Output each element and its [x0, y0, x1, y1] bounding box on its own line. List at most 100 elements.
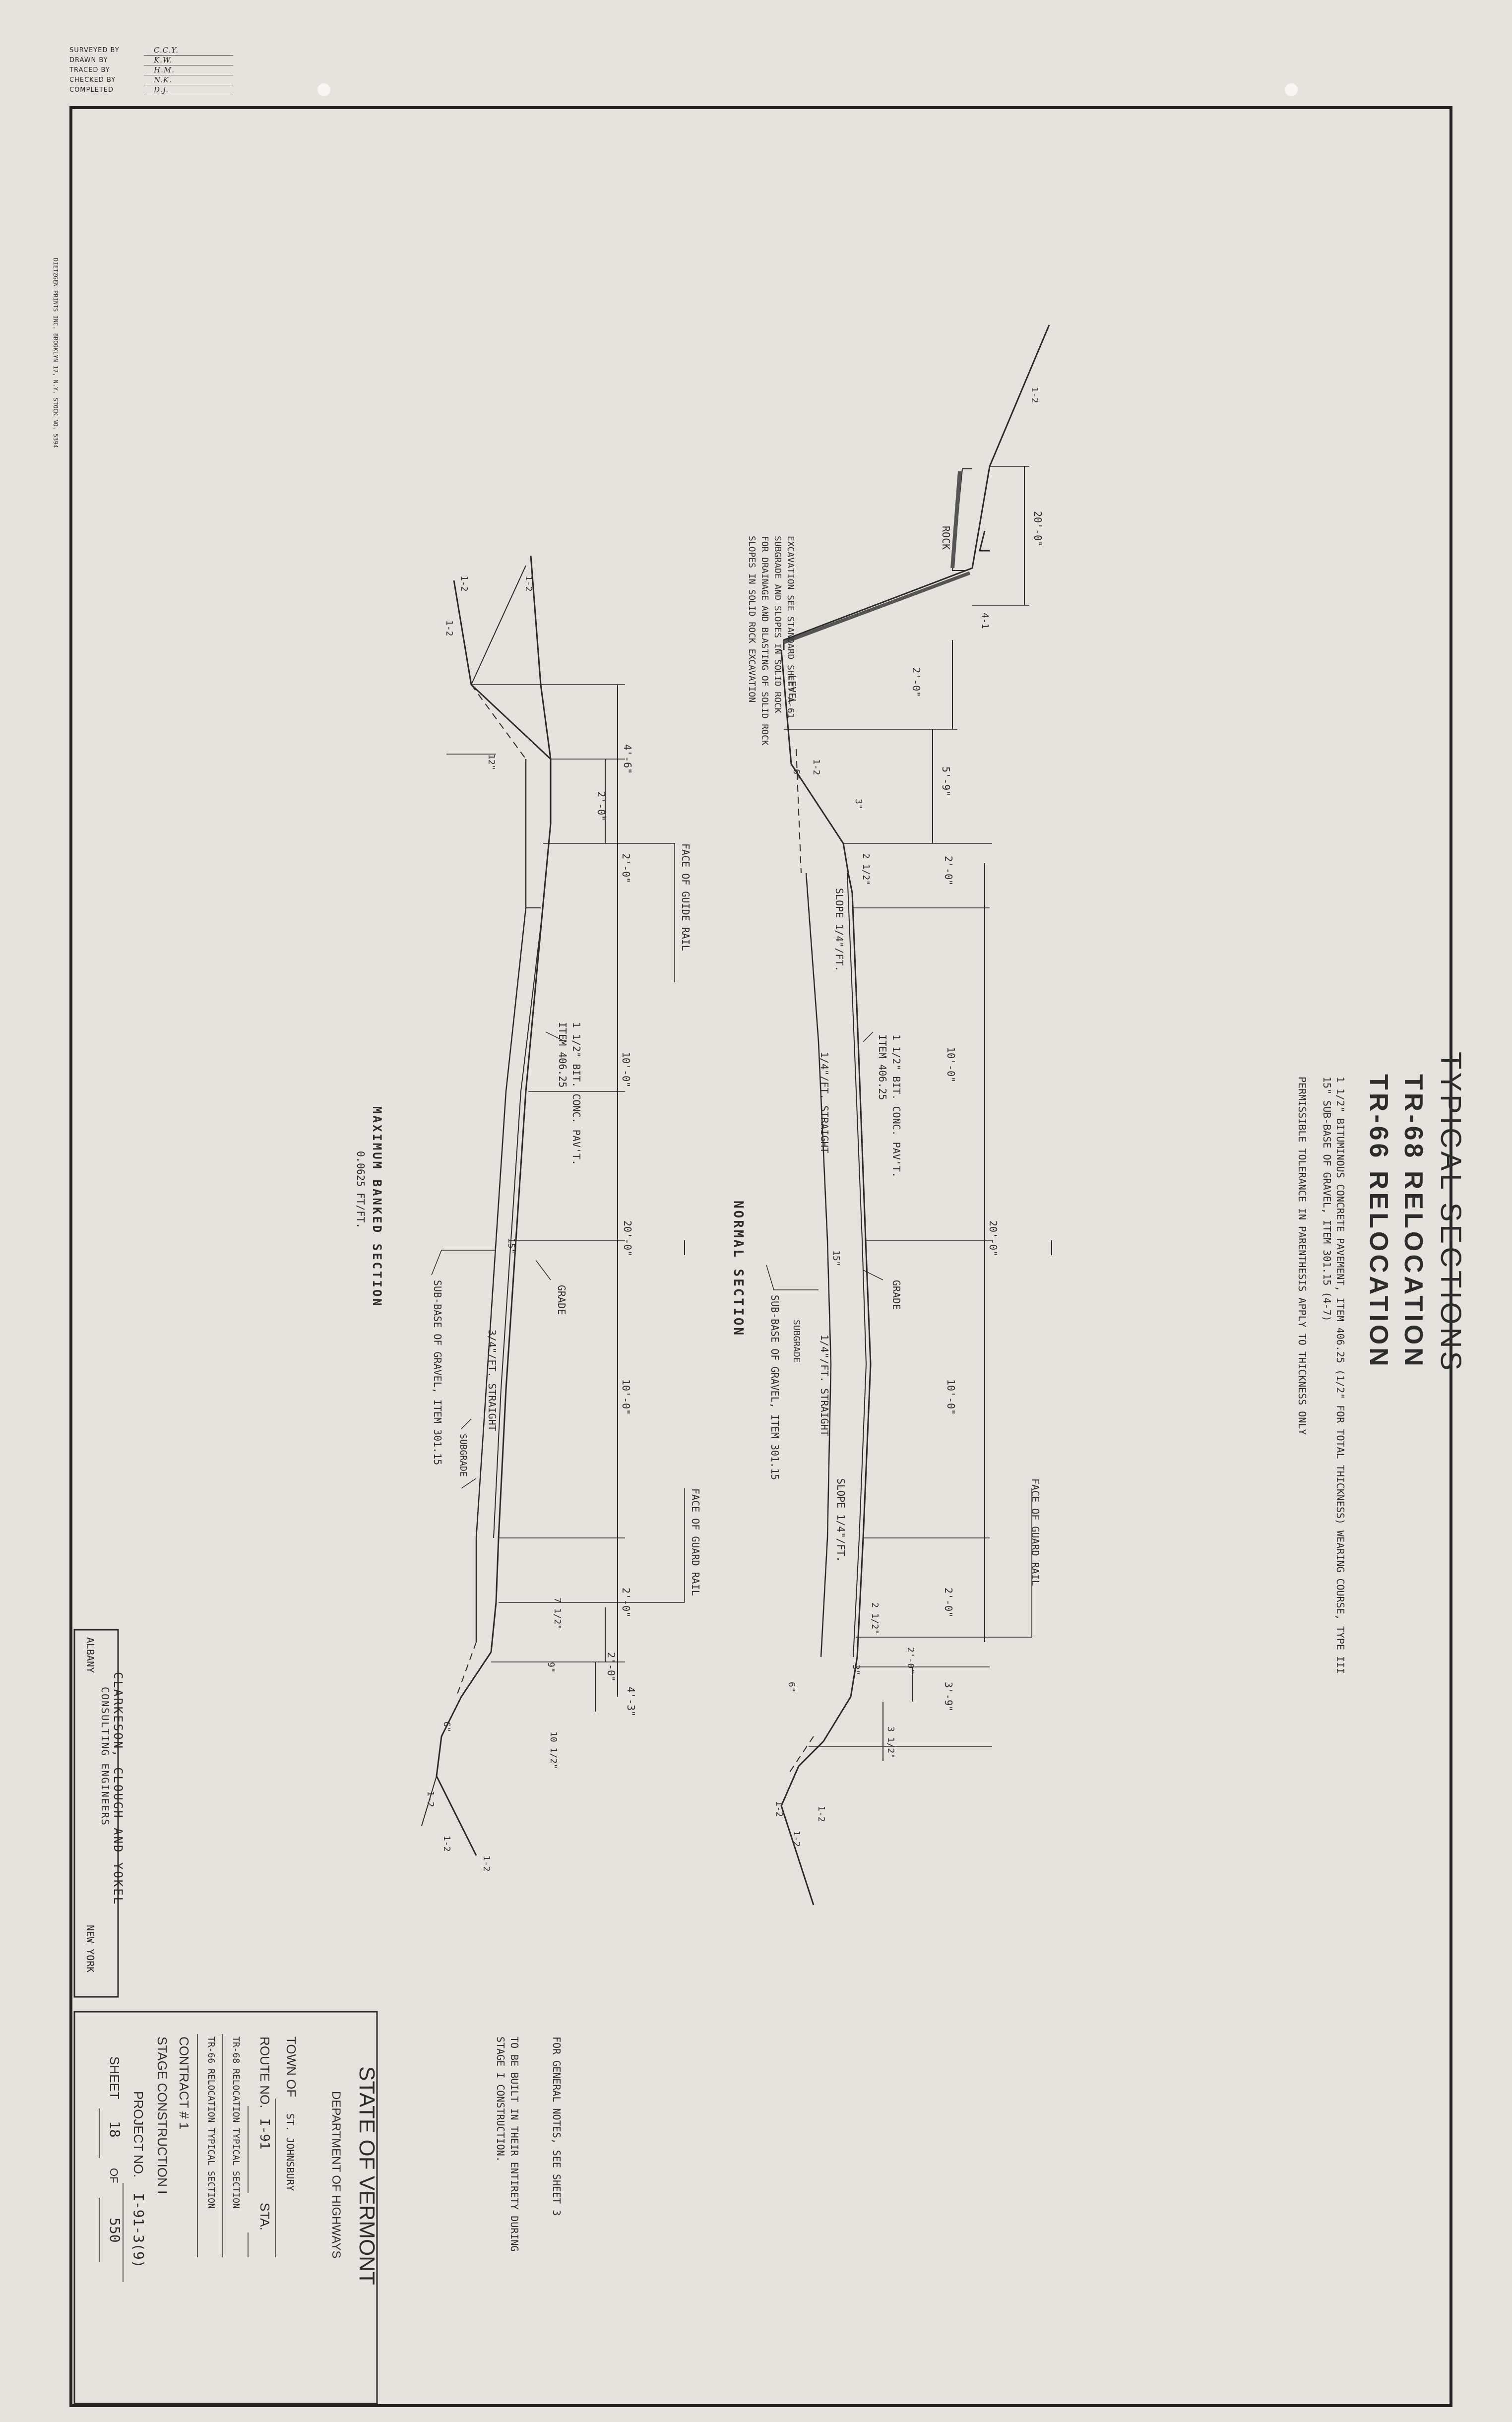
banked-dim-6in: 6": [441, 1721, 452, 1732]
banked-guard-rail-label: FACE OF GUARD RAIL: [690, 1488, 701, 1596]
credit-label: TRACED BY: [69, 66, 110, 74]
banked-grade-label: GRADE: [556, 1285, 567, 1315]
town-value: ST. JOHNSBURY: [284, 2113, 296, 2191]
banked-slope-a: 1-2: [523, 575, 534, 592]
normal-dim-3in-right: 3": [851, 1664, 861, 1675]
credit-value: K.W.: [144, 56, 233, 65]
normal-straight-left: 1/4"/FT. STRAIGHT: [819, 1052, 830, 1153]
level-label: LEVEL: [786, 675, 798, 704]
sta-label: STA.: [257, 2203, 272, 2231]
banked-dim-2-0-d: 2'-0": [605, 1652, 617, 1682]
banked-dim-2-0-c: 2'-0": [620, 1588, 632, 1617]
title-line-tr66: TR-66 RELOCATION TYPICAL SECTION: [206, 2037, 216, 2209]
of-label: OF: [108, 2168, 120, 2183]
banked-dim-9in: 9": [546, 1662, 556, 1673]
credit-value: D.J.: [144, 85, 233, 95]
banked-dim-12in: 12": [486, 754, 497, 770]
normal-dim-6in-right: 6": [786, 1682, 797, 1693]
banked-subgrade-label: SUBGRADE: [458, 1434, 468, 1477]
banked-slope-d: 1-2: [425, 1791, 436, 1807]
general-notes: FOR GENERAL NOTES, SEE SHEET 3: [551, 2037, 563, 2216]
normal-dim-ditch-right: 2'-0": [905, 1647, 916, 1674]
credit-row: TRACED BY H.M.: [69, 65, 233, 75]
banked-dim-10-b: 10'-0": [620, 1379, 632, 1415]
normal-dim-slope-bottom-a: 1-2: [774, 1801, 784, 1817]
credit-label: CHECKED BY: [69, 76, 116, 84]
normal-section-drawing: [766, 324, 1052, 1906]
normal-dim-offset-right: 3'-9": [943, 1682, 954, 1712]
normal-dim-6in-left: 6": [791, 769, 802, 780]
note-subbase: 15" SUB-BASE OF GRAVEL, ITEM 301.15 (4-7…: [1321, 1077, 1333, 1322]
project-label: PROJECT NO.: [131, 2091, 146, 2177]
normal-dim-shoulder-left: 2'-0": [943, 856, 954, 886]
banked-straight-label: 3/4"/FT. STRAIGHT: [486, 1330, 498, 1431]
banked-dim-20: 20'-0": [622, 1220, 633, 1256]
consultant-block: [73, 1629, 119, 1998]
normal-dim-rock-height: 20'-0": [1032, 511, 1044, 547]
consultant-name: CLARKESON, CLOUGH AND YOKEL: [111, 1672, 125, 1906]
banked-dim-15in: 15": [506, 1238, 516, 1254]
normal-subbase-label: SUB-BASE OF GRAVEL, ITEM 301.15: [769, 1295, 781, 1480]
title-line-tr68: TR-68 RELOCATION TYPICAL SECTION: [231, 2037, 241, 2209]
normal-slope-left-label: SLOPE 1/4"/FT.: [833, 888, 845, 972]
banked-guide-rail-label: FACE OF GUIDE RAIL: [680, 843, 692, 951]
banked-section-title: MAXIMUM BANKED SECTION: [370, 1106, 384, 1308]
banked-dim-4-6: 4'-6": [622, 744, 633, 774]
normal-pavement-item: ITEM 406.25: [877, 1034, 888, 1100]
normal-subgrade-label: SUBGRADE: [791, 1320, 802, 1363]
normal-section-title: NORMAL SECTION: [731, 1201, 746, 1337]
normal-dim-ditch: 5'-9": [940, 766, 952, 796]
stage-note-2: STAGE I CONSTRUCTION.: [495, 2037, 506, 2162]
banked-section-rate: 0.0625 FT/FT.: [355, 1151, 367, 1229]
note-tolerance: PERMISSIBLE TOLERANCE IN PARENTHESIS APP…: [1296, 1077, 1308, 1435]
stage-note-1: TO BE BUILT IN THEIR ENTIRETY DURING: [508, 2037, 520, 2251]
consultant-subtitle: CONSULTING ENGINEERS: [99, 1687, 111, 1826]
normal-dim-2-5-left: 2 1/2": [861, 853, 871, 886]
normal-guard-rail-label: FACE OF GUARD RAIL: [1029, 1478, 1041, 1586]
credit-row: CHECKED BY N.K.: [69, 75, 233, 85]
credit-value: N.K.: [144, 75, 233, 85]
normal-straight-right: 1/4"/FT. STRAIGHT: [819, 1335, 830, 1436]
title-block: [73, 2011, 378, 2405]
banked-dim-10-a: 10'-0": [620, 1052, 632, 1087]
normal-dim-slope-bottom-b: 1-2: [791, 1831, 802, 1847]
normal-dim-shoulder-right: 2'-0": [943, 1588, 954, 1617]
printer-mark: DIETZGEN PRINTS INC. BROOKLYN 17, N.Y. S…: [52, 258, 59, 448]
route-value: I-91: [257, 2118, 272, 2150]
town-label: TOWN OF: [284, 2037, 299, 2097]
banked-dim-2-0-b: 2'-0": [620, 853, 632, 883]
normal-dim-15in: 15": [831, 1250, 841, 1267]
credit-label: SURVEYED BY: [69, 47, 120, 54]
banked-dim-10-5: 10 1/2": [548, 1731, 559, 1769]
sheet-value: 18: [107, 2121, 123, 2138]
banked-pavement-label: 1 1/2" BIT. CONC. PAV'T.: [570, 1022, 582, 1165]
normal-dim-rock-slope: 4-1: [980, 613, 990, 629]
banked-dim-4-3: 4'-3": [625, 1687, 637, 1717]
normal-dim-3in-left: 3": [853, 799, 864, 810]
rock-label: ROCK: [940, 526, 952, 550]
credit-value: H.M.: [144, 65, 233, 75]
normal-dim-level: 2'-0": [910, 667, 922, 697]
normal-grade-label: GRADE: [890, 1280, 902, 1310]
sheet-total: 550: [107, 2218, 123, 2243]
normal-dim-lane-left: 10'-0": [945, 1047, 957, 1083]
banked-slope-e: 1-2: [441, 1836, 452, 1852]
contract-line: CONTRACT # 1: [177, 2037, 191, 2129]
normal-dim-3-5-right: 3 1/2": [885, 1726, 896, 1759]
stage-line: STAGE CONSTRUCTION I: [155, 2037, 170, 2194]
drawing-border: [69, 106, 1452, 2407]
title-group: TYPICAL SECTIONS: [1435, 1052, 1467, 1373]
banked-dim-2-0-a: 2'-0": [595, 791, 607, 821]
normal-dim-roadway: 20'-0": [987, 1220, 999, 1256]
banked-section-drawing: [421, 555, 685, 1856]
title-line3: TR-66 RELOCATION: [1364, 1074, 1393, 1369]
title-block-underlines: [99, 2034, 276, 2282]
punch-hole: [1285, 83, 1298, 96]
credit-value: C.C.Y.: [144, 46, 233, 56]
project-value: I-91-3(9): [130, 2193, 147, 2268]
banked-pavement-item: ITEM 406.25: [557, 1022, 568, 1087]
